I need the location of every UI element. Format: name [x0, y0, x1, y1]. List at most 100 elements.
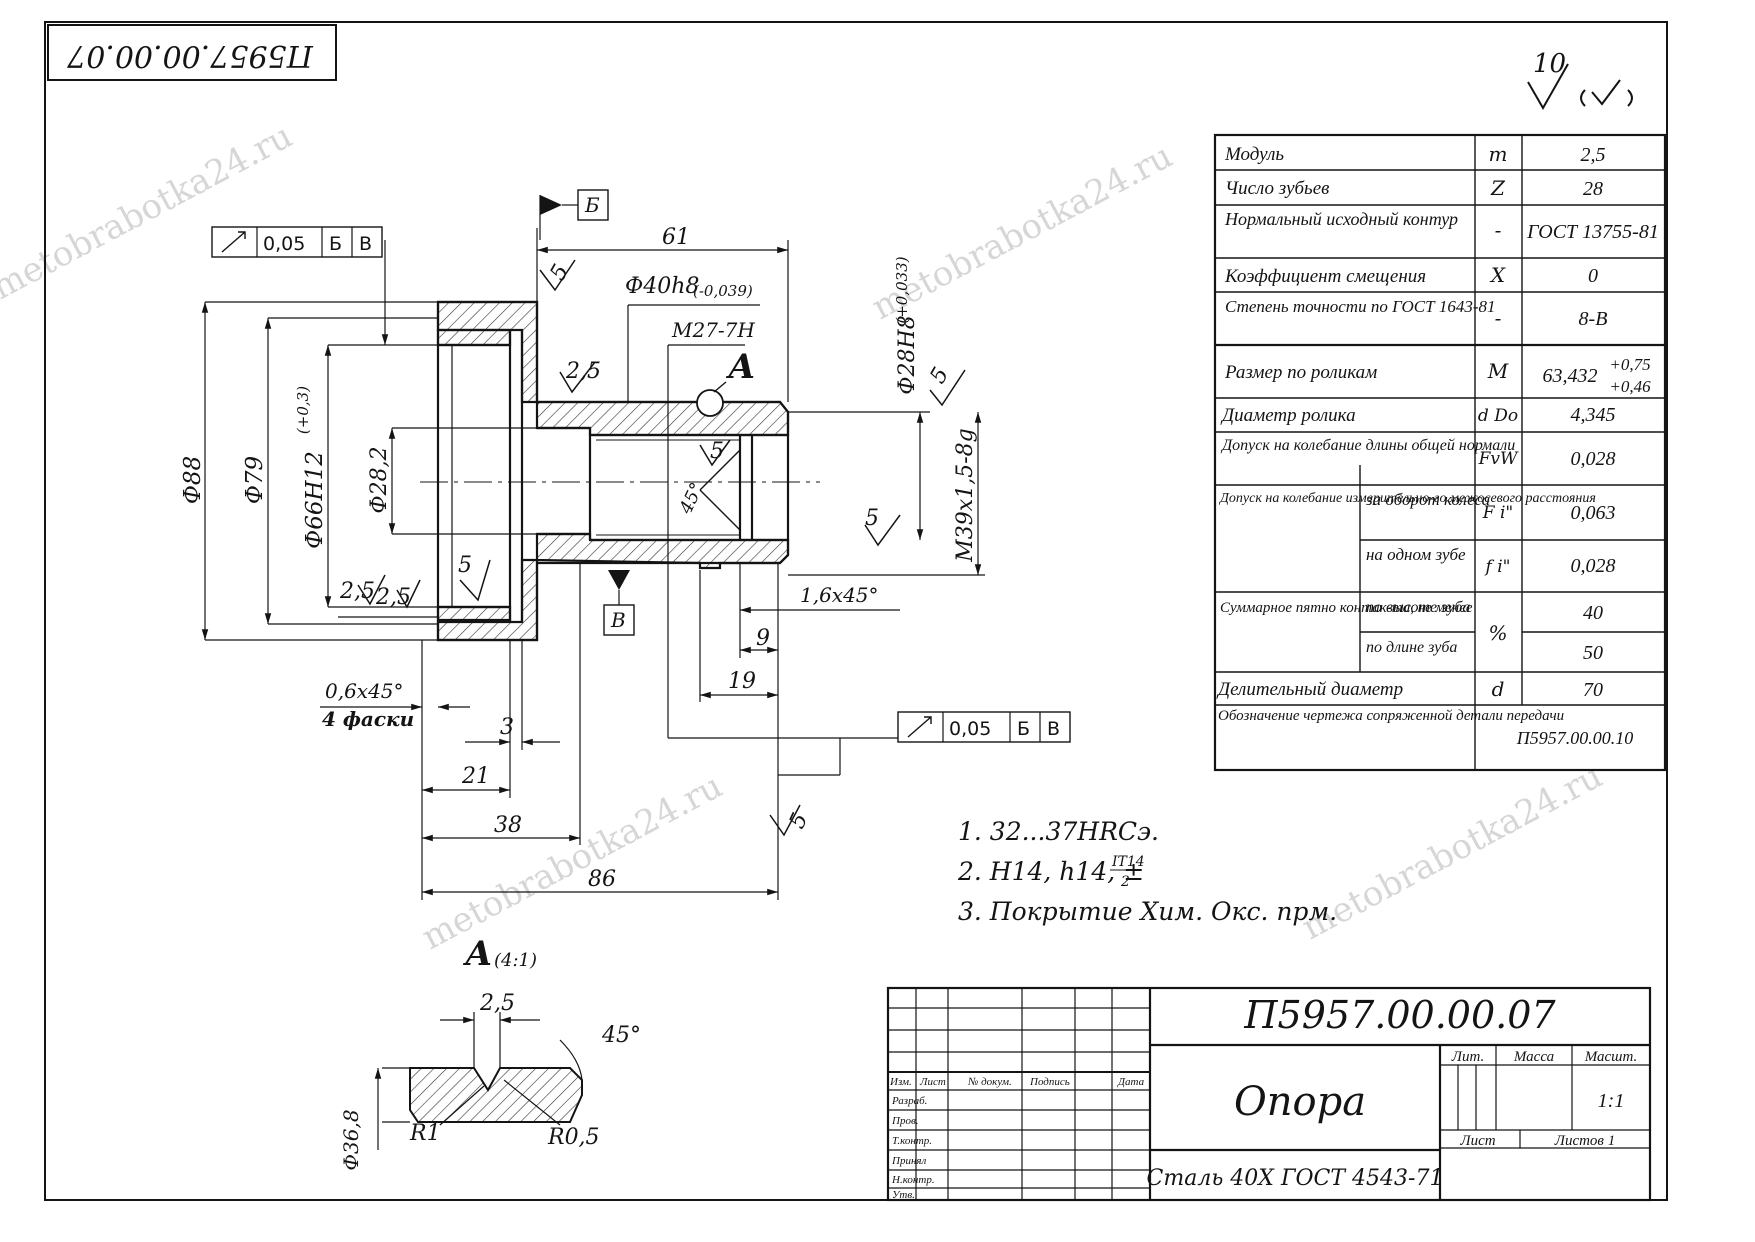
param-sym-accuracy: -: [1495, 306, 1502, 330]
roughness-right-top: 5: [926, 363, 955, 388]
titleblock-role-tkontr: Т.контр.: [892, 1135, 932, 1147]
detail-a-view: А (4:1) 2,5 45° Ф36,8 R1 R0,5: [339, 934, 641, 1171]
param-val-roller-tol-up: +0,75: [1609, 355, 1650, 374]
param-label-teeth: Число зубьев: [1225, 178, 1329, 199]
param-val-module: 2,5: [1581, 144, 1606, 166]
param-label-mating: Обозначение чертежа сопряженной детали п…: [1218, 708, 1564, 724]
detail-a-title: А: [462, 934, 493, 974]
param-label-contour: Нормальный исходный контур: [1224, 209, 1458, 229]
titleblock-mass: Масса: [1513, 1049, 1554, 1065]
roughness-bore: 5: [710, 439, 724, 464]
note-1: 1. 32...37HRCэ.: [958, 817, 1159, 846]
titleblock-name: Опора: [1234, 1079, 1366, 1125]
tolerance-frame-right: 0,05 Б В: [840, 711, 1071, 743]
param-sym-contour: -: [1495, 218, 1502, 242]
param-sub-per-tooth: на одном зубе: [1366, 545, 1466, 564]
general-roughness-value: 10: [1533, 49, 1566, 79]
detail-a-scale: (4:1): [494, 950, 537, 971]
dim-d66: Ф66H12: [302, 451, 328, 549]
param-label-roller-dia: Диаметр ролика: [1220, 405, 1356, 426]
gear-parameter-table: Модуль Число зубьев Нормальный исходный …: [1213, 133, 1667, 772]
tolerance-left-datum-b: Б: [329, 233, 342, 255]
mirrored-drawing-number: П5957.00.00.07: [66, 38, 314, 73]
param-label-contact: Суммарное пятно контак-та, не менее: [1220, 600, 1473, 616]
dim-angle-45: 45°: [675, 479, 708, 518]
detail-a-width: 2,5: [479, 991, 515, 1016]
datum-b-label: Б: [584, 193, 600, 217]
param-sub-length: по длине зуба: [1366, 639, 1457, 656]
dim-86: 86: [588, 867, 616, 892]
dim-19: 19: [728, 669, 756, 694]
param-val-mating: П5957.00.00.10: [1516, 728, 1634, 748]
titleblock-sheet: Лист: [1459, 1133, 1495, 1149]
roughness-flange: 5: [458, 553, 472, 578]
dim-chamfer-0-6: 0,6x45°: [325, 679, 404, 703]
detail-a-diameter: Ф36,8: [339, 1109, 363, 1170]
technical-notes: 1. 32...37HRCэ. 2. H14, h14, ± IT14 2 3.…: [957, 817, 1337, 926]
param-val-teeth: 28: [1583, 178, 1603, 200]
dim-61: 61: [662, 225, 690, 250]
param-sym-m: m: [1489, 142, 1508, 166]
param-sym-x: X: [1489, 263, 1506, 287]
param-sub-per-turn: за оборот колеса: [1365, 490, 1490, 509]
detail-a-marker: [696, 389, 724, 417]
note-2-frac-den: 2: [1120, 874, 1130, 890]
dim-d28h8-tol: (+0,033): [893, 256, 911, 323]
tolerance-frame-left: 0,05 Б В: [211, 226, 383, 258]
param-sym-roller-dia: d Do: [1478, 406, 1518, 426]
dimension-labels: Ф88 Ф79 Ф66H12 (+0,3) Ф28,2 Ф40h8 (-0,03…: [180, 225, 978, 892]
titleblock-lit: Лит.: [1451, 1049, 1484, 1065]
roughness-61: 5: [546, 260, 575, 285]
param-label-normal: Допуск на колебание длины общей нормали: [1220, 437, 1515, 454]
roughness-right-bottom: 5: [865, 506, 879, 531]
chamfer-2-5-b: 2,5: [375, 585, 411, 610]
param-val-roller-size: 63,432: [1543, 365, 1598, 387]
datum-v-label: В: [610, 608, 626, 632]
param-sub-height: по высоте зуба: [1366, 599, 1470, 616]
note-2-frac-num: IT14: [1111, 854, 1145, 870]
general-roughness: 10: [1527, 49, 1633, 111]
titleblock-scale-label: Масшт.: [1584, 1049, 1638, 1065]
chamfer-2-5-hub: 2,5: [565, 359, 601, 384]
watermark-4: metobrabotka24.ru: [1295, 756, 1608, 948]
dim-3: 3: [500, 715, 514, 740]
titleblock-role-nkontr: Н.контр.: [891, 1174, 935, 1186]
dim-chamfer-note: 4 фаски: [322, 707, 414, 731]
param-sym-fi: F i": [1482, 503, 1513, 523]
dim-d79: Ф79: [242, 456, 268, 504]
titleblock-role-razrab: Разраб.: [891, 1095, 927, 1107]
mirrored-number-box: П5957.00.00.07: [47, 24, 337, 81]
sheet-frame: [44, 21, 1668, 1201]
dim-d88: Ф88: [180, 456, 206, 504]
param-val-pitch-dia: 70: [1583, 679, 1603, 701]
watermark-3: metobrabotka24.ru: [415, 766, 728, 958]
detail-a-r05: R0,5: [547, 1125, 600, 1150]
param-label-center-dist: Допуск на колебание измерительно-го межо…: [1218, 491, 1596, 506]
param-val-roller-tol-dn: +0,46: [1609, 377, 1651, 396]
param-sym-d: d: [1492, 677, 1505, 701]
note-2: 2. H14, h14, ±: [957, 857, 1144, 886]
param-val-shift: 0: [1588, 265, 1598, 287]
param-sym-z: Z: [1490, 176, 1506, 200]
tolerance-left-datum-v: В: [359, 233, 372, 255]
param-sym-roller-size: M: [1487, 359, 1509, 383]
titleblock-sheets: Листов 1: [1554, 1133, 1615, 1149]
dimensions: [201, 228, 985, 900]
titleblock-number: П5957.00.00.07: [1243, 993, 1556, 1037]
dim-d40: Ф40h8: [625, 274, 699, 299]
dim-chamfer-1-6: 1,6x45°: [800, 583, 879, 607]
titleblock-col-izm: Изм.: [889, 1076, 912, 1088]
dim-9: 9: [756, 626, 770, 651]
dim-21: 21: [461, 764, 490, 789]
param-val-accuracy: 8-В: [1579, 308, 1608, 330]
param-label-roller-size: Размер по роликам: [1224, 362, 1377, 383]
param-label-module: Модуль: [1224, 144, 1284, 165]
param-val-height: 40: [1583, 602, 1603, 624]
titleblock-role-utv: Утв.: [892, 1189, 915, 1201]
dim-m27: M27-7H: [671, 318, 755, 342]
param-sym-fi-small: f i": [1484, 557, 1511, 577]
dim-d28h8: Ф28H8: [895, 315, 920, 394]
titleblock-col-date: Дата: [1117, 1076, 1145, 1088]
watermark-2: metobrabotka24.ru: [865, 136, 1178, 328]
title-block: П5957.00.00.07 Опора Сталь 40Х ГОСТ 4543…: [886, 986, 1652, 1202]
